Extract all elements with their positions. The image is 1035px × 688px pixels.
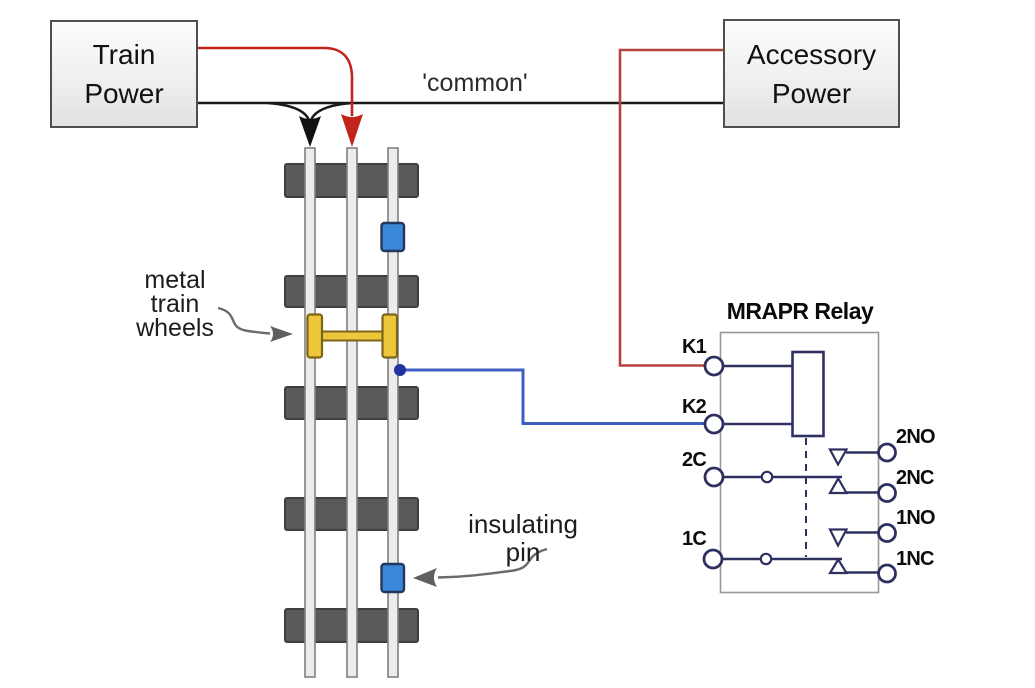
- annotation-arrows: [217, 306, 548, 587]
- terminal-1nc: [877, 563, 897, 584]
- common-wire: [198, 101, 723, 127]
- relay-title: MRAPR Relay: [726, 298, 874, 324]
- common-wire-label: 'common': [422, 69, 528, 97]
- outer-rail-left: [304, 147, 316, 678]
- 1no-contact-triangle: [828, 528, 849, 548]
- track-rails: [304, 147, 399, 678]
- track-ties: [284, 163, 419, 643]
- 1nc-contact-triangle: [828, 557, 849, 575]
- wheels-pointer-arrowhead: [270, 326, 293, 342]
- terminal-label-k1: K1: [682, 336, 707, 358]
- terminal-2no: [877, 442, 897, 463]
- wheel-right: [381, 313, 399, 359]
- terminal-label-2no: 2NO: [896, 426, 936, 448]
- relay-coil: [791, 350, 825, 438]
- insulating-pin-upper: [380, 221, 406, 253]
- metal-train-wheels-label: metal train wheels: [136, 266, 214, 342]
- track-blue-wire: [400, 368, 704, 425]
- pin-pointer-arrowhead: [413, 568, 437, 587]
- accessory-red-wire: [618, 48, 723, 367]
- center-rail: [346, 147, 358, 678]
- wheels-pointer-line: [217, 306, 271, 335]
- terminal-k1: [703, 355, 725, 377]
- terminal-label-1c: 1C: [682, 528, 707, 550]
- black-arrowhead: [299, 116, 321, 147]
- 2c-pivot: [760, 470, 774, 484]
- train-power-box: Train Power: [50, 20, 198, 128]
- insulating-pin-lower: [380, 562, 406, 594]
- outer-rail-right: [387, 147, 399, 678]
- wheel-axle: [321, 330, 384, 342]
- relay-symbol: [702, 331, 897, 594]
- terminal-label-1nc: 1NC: [896, 548, 934, 570]
- terminal-k2: [703, 413, 725, 435]
- wheelset: [306, 313, 399, 359]
- terminal-1no: [877, 523, 897, 543]
- accessory-power-box: Accessory Power: [723, 19, 900, 128]
- insulating-pin-label: insulating pin: [468, 509, 578, 567]
- terminal-label-2c: 2C: [682, 449, 707, 471]
- red-arrowhead: [341, 114, 363, 147]
- 2nc-contact-triangle: [828, 476, 849, 495]
- wheel-left: [306, 313, 324, 359]
- terminal-label-2nc: 2NC: [896, 467, 934, 489]
- train-power-red-wire: [198, 46, 354, 116]
- 2no-contact-triangle: [828, 448, 849, 467]
- terminal-2c: [703, 466, 725, 488]
- terminal-label-1no: 1NO: [896, 507, 936, 529]
- terminal-2nc: [877, 483, 897, 503]
- terminal-1c: [702, 548, 724, 570]
- 1c-pivot: [759, 552, 773, 566]
- terminal-label-k2: K2: [682, 396, 707, 418]
- blue-junction-dot: [394, 364, 406, 376]
- pin-pointer-line: [437, 547, 548, 579]
